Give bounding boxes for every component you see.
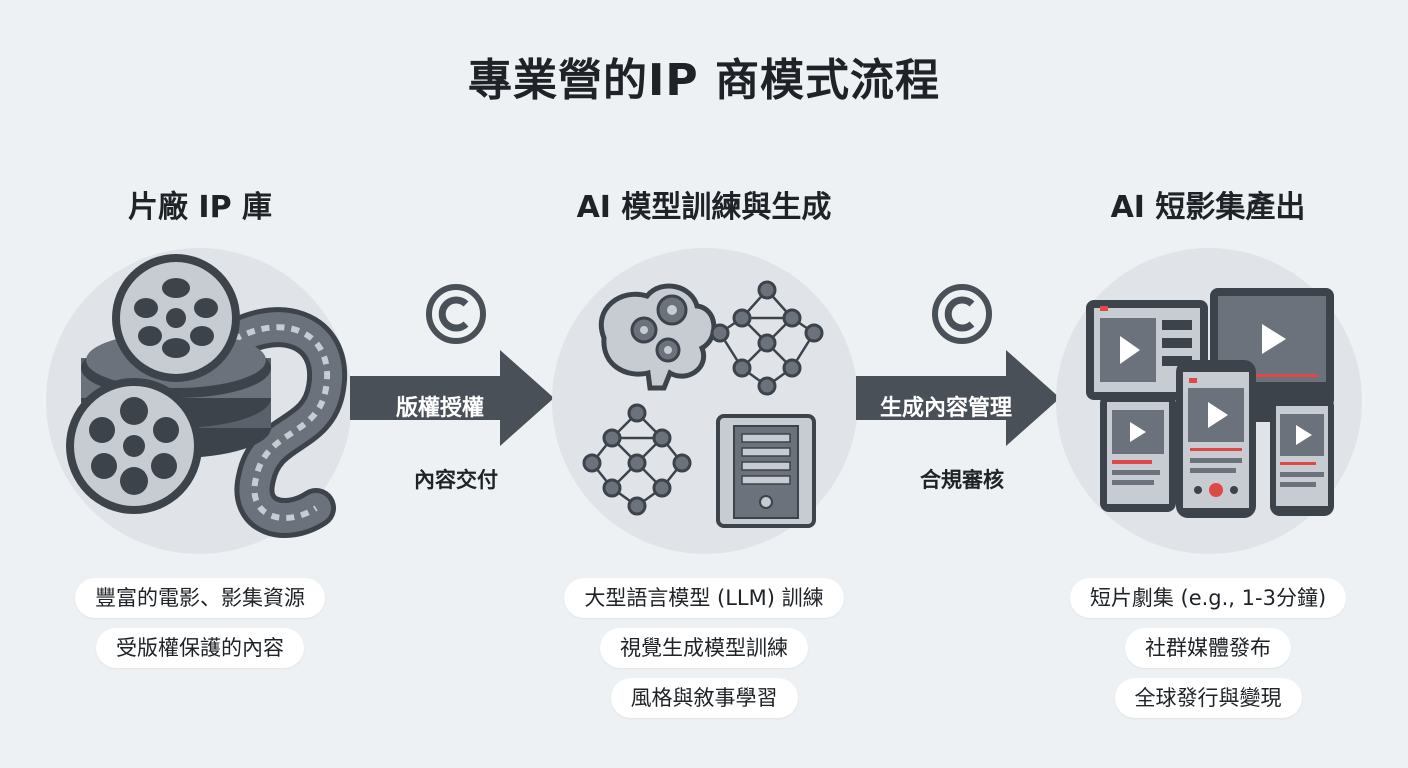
- stage-point: 全球發行與變現: [1114, 678, 1302, 718]
- stage-point: 豐富的電影、影集資源: [75, 578, 325, 618]
- arrow-sublabel: 內容交付: [414, 468, 498, 492]
- stage-circle-ai-training: [552, 248, 858, 554]
- multi-device-video-icon: [1086, 288, 1334, 518]
- stage-point: 風格與敘事學習: [610, 678, 798, 718]
- arrow-shape: [856, 350, 1060, 446]
- stage-point: 視覺生成模型訓練: [600, 628, 808, 668]
- arrow-sublabel: 合規審核: [920, 468, 1004, 492]
- stage-point: 受版權保護的內容: [96, 628, 304, 668]
- stage-title-short-drama: AI 短影集產出: [1110, 190, 1306, 225]
- stage-points-ip-library: 豐富的電影、影集資源 受版權保護的內容: [0, 578, 400, 678]
- stage-points-ai-training: 大型語言模型 (LLM) 訓練 視覺生成模型訓練 風格與敘事學習: [504, 578, 904, 728]
- stage-circle-ip-library: [46, 248, 352, 554]
- page-title: 專業營的IP 商模式流程: [468, 55, 940, 106]
- film-reels-icon: [66, 254, 348, 538]
- stage-points-short-drama: 短片劇集 (e.g., 1-3分鐘) 社群媒體發布 全球發行與變現: [1008, 578, 1408, 728]
- copyright-icon: [932, 284, 992, 344]
- arrow-label: 版權授權: [395, 396, 484, 421]
- arrow-shape: [350, 350, 554, 446]
- ai-brain-network-server-icon: [582, 280, 824, 528]
- copyright-icon: [426, 284, 486, 344]
- stage-point: 社群媒體發布: [1125, 628, 1291, 668]
- stage-title-ip-library: 片廠 IP 庫: [127, 190, 273, 225]
- arrow-licensing: 版權授權 內容交付: [350, 282, 562, 502]
- stage-point: 短片劇集 (e.g., 1-3分鐘): [1069, 578, 1347, 618]
- stage-title-ai-training: AI 模型訓練與生成: [576, 190, 832, 225]
- stage-circle-short-drama: [1056, 248, 1362, 554]
- stage-point: 大型語言模型 (LLM) 訓練: [564, 578, 844, 618]
- arrow-content-management: 生成內容管理 合規審核: [856, 282, 1068, 502]
- arrow-label: 生成內容管理: [879, 396, 1012, 421]
